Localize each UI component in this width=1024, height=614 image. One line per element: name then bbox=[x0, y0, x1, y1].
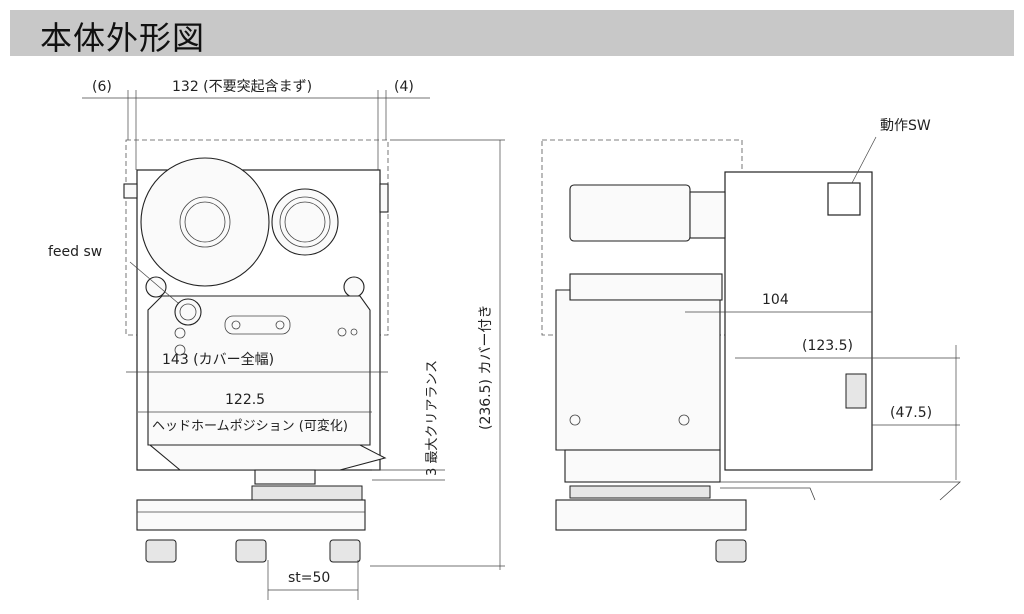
stroke-slider bbox=[254, 469, 316, 485]
stroke-label: st=50 bbox=[288, 570, 330, 586]
operation-switch[interactable] bbox=[827, 182, 861, 216]
dim-width: 132 (不要突起含まず) bbox=[172, 79, 312, 95]
feed-sw-label: feed sw bbox=[48, 244, 102, 260]
foot-left bbox=[145, 539, 177, 563]
platen bbox=[251, 485, 363, 501]
side-roll bbox=[569, 184, 691, 242]
head-plate bbox=[147, 295, 371, 446]
dim-right-margin: (4) bbox=[394, 79, 414, 95]
height-label: (236.5) カバー付き bbox=[478, 305, 494, 430]
dim-104: 104 bbox=[762, 292, 789, 308]
foot-center bbox=[235, 539, 267, 563]
side-platen bbox=[569, 485, 711, 499]
side-base bbox=[555, 499, 747, 531]
dim-cover-width: 143 (カバー全幅) bbox=[162, 351, 274, 368]
side-shaft bbox=[569, 273, 723, 301]
side-foot bbox=[715, 539, 747, 563]
side-roll-hub bbox=[689, 191, 726, 239]
side-view: 動作SW 104 (123.5) (47.5) bbox=[541, 118, 962, 563]
dim-47-5: (47.5) bbox=[890, 405, 932, 421]
switch-label: 動作SW bbox=[880, 118, 931, 134]
dim-123-5: (123.5) bbox=[802, 338, 853, 354]
dim-left-margin: (6) bbox=[92, 79, 112, 95]
right-knob bbox=[379, 183, 389, 213]
base-plate bbox=[136, 499, 366, 531]
feed-switch[interactable] bbox=[174, 298, 202, 326]
side-head bbox=[564, 449, 721, 483]
head-position-label: ヘッドホームポジション (可変化) bbox=[152, 418, 348, 434]
supply-roll bbox=[140, 157, 270, 287]
side-body bbox=[724, 171, 873, 471]
front-view: (6) 132 (不要突起含まず) (4) feed sw bbox=[48, 79, 505, 600]
left-knob bbox=[123, 183, 138, 199]
clearance-label: 3 最大クリアランス bbox=[425, 360, 440, 476]
takeup-roll bbox=[271, 188, 339, 256]
side-head-plate bbox=[555, 289, 721, 451]
dim-head: 122.5 bbox=[225, 392, 265, 408]
title-bar: 本体外形図 bbox=[10, 10, 1014, 57]
page-title: 本体外形図 bbox=[40, 19, 206, 57]
print-head bbox=[148, 444, 387, 471]
foot-right bbox=[329, 539, 361, 563]
side-connector bbox=[845, 373, 867, 409]
